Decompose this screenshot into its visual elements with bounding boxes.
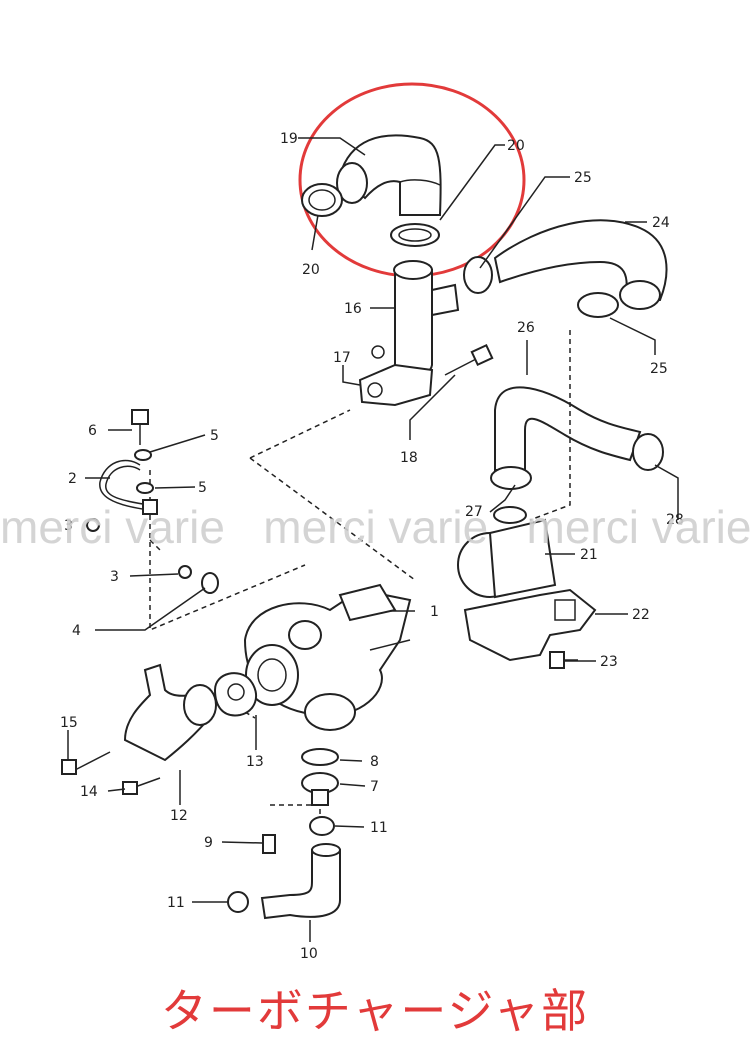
gasket-8 (301, 748, 339, 766)
bolt-15 (61, 751, 111, 775)
callout-10: 10 (300, 946, 318, 962)
washer-5-upper (134, 449, 152, 461)
flange-7 (301, 772, 339, 806)
callout-21: 21 (580, 547, 598, 563)
callout-16: 16 (344, 301, 362, 317)
callout-5-upper: 5 (210, 428, 219, 444)
callout-19: 19 (280, 131, 298, 147)
actuator-21 (457, 506, 557, 599)
elbow-12 (123, 663, 217, 762)
callout-14: 14 (80, 784, 98, 800)
callout-4: 4 (72, 623, 81, 639)
callout-2: 2 (68, 471, 77, 487)
turbocharger-1 (243, 583, 412, 731)
fitting-4 (201, 572, 219, 594)
callout-11-upper: 11 (370, 820, 388, 836)
callout-26: 26 (517, 320, 535, 336)
callout-8: 8 (370, 754, 379, 770)
clamp-28 (632, 433, 664, 471)
clamp-25-upper (463, 256, 493, 294)
hose-24 (493, 219, 668, 310)
callout-15: 15 (60, 715, 78, 731)
clamp-25-lower (577, 292, 619, 318)
callout-23: 23 (600, 654, 618, 670)
gasket-13 (213, 672, 258, 717)
watermark-text: merci varie merci varie merci varie (0, 501, 750, 553)
clamp-11-upper (309, 816, 335, 836)
callout-20-right: 20 (507, 138, 525, 154)
callout-9: 9 (204, 835, 213, 851)
callout-13: 13 (246, 754, 264, 770)
callout-6: 6 (88, 423, 97, 439)
oil-pipe-2 (99, 459, 151, 511)
washer-5-lower (136, 482, 154, 494)
bolt-14 (122, 777, 161, 795)
pipe-16 (358, 260, 460, 407)
clamp-20-left (301, 183, 343, 217)
callout-18: 18 (400, 450, 418, 466)
callout-5-lower: 5 (198, 480, 207, 496)
clamp-27 (490, 466, 532, 490)
hose-10 (260, 843, 341, 920)
caption-turbo-section: ターボチャージャ部 (160, 984, 590, 1038)
fitting (142, 499, 158, 515)
hose-19 (336, 134, 442, 216)
callout-3-lower: 3 (110, 569, 119, 585)
callout-17: 17 (333, 350, 351, 366)
callout-25-upper: 25 (574, 170, 592, 186)
callout-3-upper: 3 (64, 518, 73, 534)
nut-3-lower (178, 565, 192, 579)
callout-20-left: 20 (302, 262, 320, 278)
callout-1: 1 (430, 604, 439, 620)
callout-28: 28 (666, 512, 684, 528)
bolt-9 (262, 834, 276, 854)
hose-26 (494, 386, 642, 471)
clamp-20-right (390, 223, 440, 247)
callout-24: 24 (652, 215, 670, 231)
callout-11-lower: 11 (167, 895, 185, 911)
callout-7: 7 (370, 779, 379, 795)
clamp-11-lower (227, 891, 249, 913)
bolt-6 (131, 409, 149, 445)
callout-27: 27 (465, 504, 483, 520)
callout-22: 22 (632, 607, 650, 623)
bracket-22 (463, 588, 597, 662)
callout-12: 12 (170, 808, 188, 824)
bolt-18 (444, 343, 494, 376)
callout-25-lower: 25 (650, 361, 668, 377)
nut-3-upper (86, 518, 100, 532)
bolt-23 (549, 651, 578, 669)
